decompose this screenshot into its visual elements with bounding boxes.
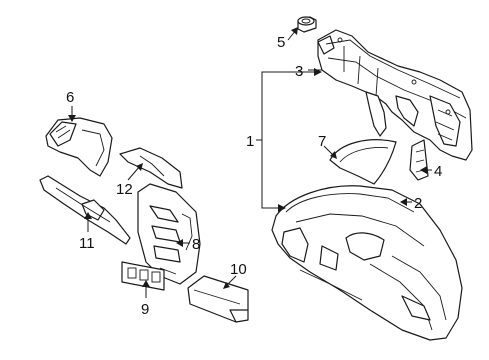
callout-10: 10 xyxy=(230,261,247,278)
leader-lines xyxy=(68,27,432,298)
part-5-bushing xyxy=(297,16,317,33)
callout-6: 6 xyxy=(66,89,74,106)
part-9-switch-panel xyxy=(121,261,165,291)
part-7-cover xyxy=(329,139,397,185)
callout-9: 9 xyxy=(141,301,149,318)
part-12-trim xyxy=(119,147,183,189)
part-11-long-trim xyxy=(39,175,131,245)
part-3-support-beam xyxy=(317,29,473,161)
callout-12: 12 xyxy=(116,181,133,198)
callout-7: 7 xyxy=(318,133,326,150)
callout-11: 11 xyxy=(79,235,95,252)
part-4-bracket xyxy=(409,139,429,181)
callout-2: 2 xyxy=(414,195,422,212)
part-8-center-bezel xyxy=(137,183,201,285)
part-6-vent-housing xyxy=(45,117,113,177)
callout-4: 4 xyxy=(434,163,442,180)
part-10-glove-box xyxy=(187,275,249,323)
callout-3: 3 xyxy=(295,63,303,80)
callout-8: 8 xyxy=(192,236,200,253)
callout-5: 5 xyxy=(277,34,285,51)
callout-1: 1 xyxy=(246,133,254,150)
part-1-instrument-panel xyxy=(271,185,463,341)
callout-labels: 1 2 3 4 5 6 7 8 9 10 11 12 xyxy=(66,34,442,318)
